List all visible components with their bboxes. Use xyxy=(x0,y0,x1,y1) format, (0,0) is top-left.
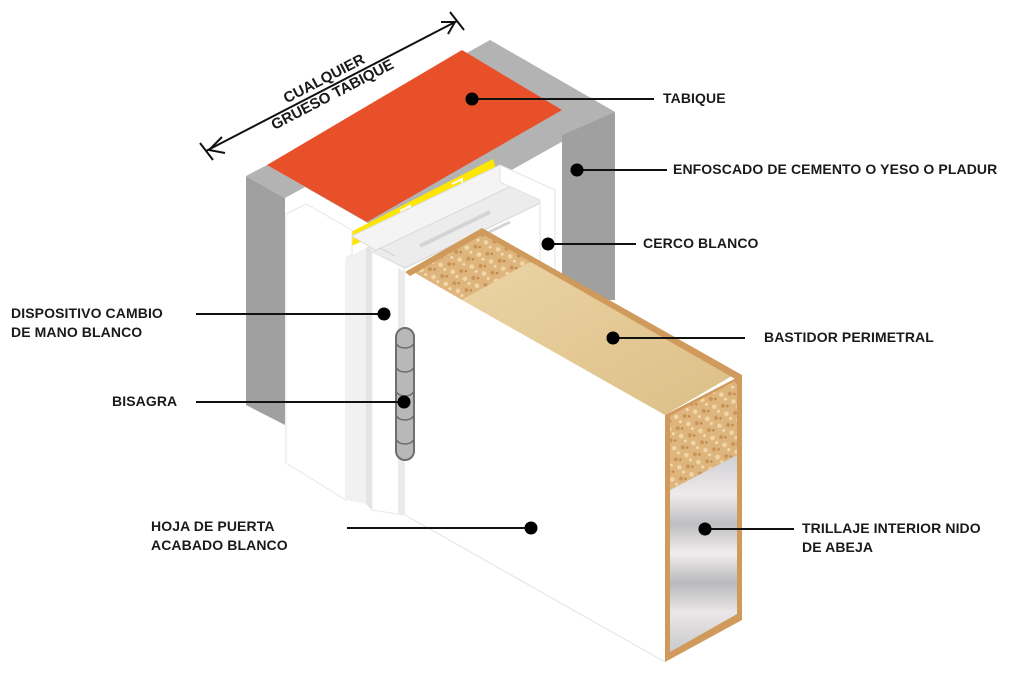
plaster-right-side xyxy=(562,112,615,300)
label-cerco-text: CERCO BLANCO xyxy=(643,235,759,251)
label-hoja-line1: HOJA DE PUERTA xyxy=(151,518,275,534)
label-hoja-line2: ACABADO BLANCO xyxy=(151,537,288,553)
door-face xyxy=(405,272,665,662)
label-enfoscado-text: ENFOSCADO DE CEMENTO O YESO O PLADUR xyxy=(673,161,998,177)
plaster-left-top xyxy=(246,165,305,198)
dot-trillaje xyxy=(698,522,712,536)
label-hoja: HOJA DE PUERTA ACABADO BLANCO xyxy=(151,517,288,555)
dot-enfoscado xyxy=(570,163,584,177)
label-dispositivo-line2: DE MANO BLANCO xyxy=(11,324,143,340)
honeycomb-core xyxy=(670,455,737,652)
label-cerco: CERCO BLANCO xyxy=(643,234,759,253)
label-trillaje-line1: TRILLAJE INTERIOR NIDO xyxy=(802,520,981,536)
label-tabique: TABIQUE xyxy=(663,89,726,108)
dimension-arrow xyxy=(199,11,465,161)
label-dispositivo: DISPOSITIVO CAMBIO DE MANO BLANCO xyxy=(11,304,163,342)
dot-bisagra xyxy=(397,395,411,409)
leader-lines xyxy=(196,98,794,530)
door-leaf xyxy=(404,228,742,663)
dot-cerco xyxy=(541,237,555,251)
plaster-right-top xyxy=(470,40,615,135)
hinge xyxy=(395,327,415,461)
label-tabique-text: TABIQUE xyxy=(663,90,726,106)
door-side-cork xyxy=(670,380,737,490)
label-bisagra: BISAGRA xyxy=(112,392,177,411)
label-bastidor: BASTIDOR PERIMETRAL xyxy=(764,328,934,347)
label-dispositivo-line1: DISPOSITIVO CAMBIO xyxy=(11,305,163,321)
label-trillaje: TRILLAJE INTERIOR NIDO DE ABEJA xyxy=(802,519,981,557)
label-bastidor-text: BASTIDOR PERIMETRAL xyxy=(764,329,934,345)
leader-dots xyxy=(377,92,712,536)
dot-tabique xyxy=(465,92,479,106)
door-top-cork xyxy=(410,230,534,300)
label-bisagra-text: BISAGRA xyxy=(112,393,178,409)
label-trillaje-line2: DE ABEJA xyxy=(802,539,874,555)
tabique-surface xyxy=(267,50,562,222)
dot-hoja xyxy=(524,521,538,535)
plaster-left-side xyxy=(246,176,285,425)
door-top-edge xyxy=(405,228,487,276)
bastidor-top xyxy=(462,260,737,415)
label-enfoscado: ENFOSCADO DE CEMENTO O YESO O PLADUR xyxy=(673,160,997,179)
dot-dispositivo xyxy=(377,307,391,321)
dot-bastidor xyxy=(606,331,620,345)
